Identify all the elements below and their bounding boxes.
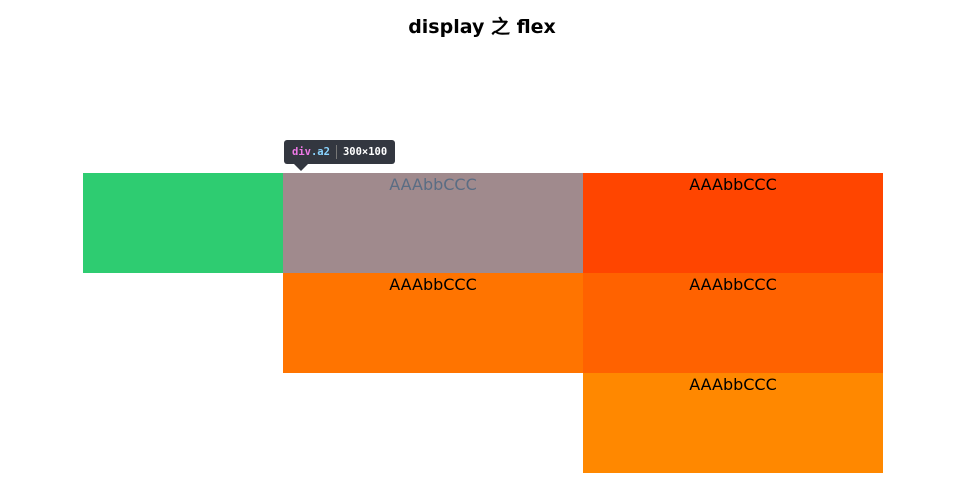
devtools-inspector-tooltip: div.a2 300×100 <box>284 140 396 164</box>
flex-item-label: AAAbbCCC <box>689 175 777 194</box>
tooltip-separator <box>335 145 337 159</box>
flex-item-a3: AAAbbCCC <box>583 173 883 273</box>
flex-item-label: AAAbbCCC <box>689 375 777 394</box>
flex-item-a6: AAAbbCCC <box>583 373 883 473</box>
flex-item-label: AAAbbCCC <box>689 275 777 294</box>
flex-item-a5: AAAbbCCC <box>583 273 883 373</box>
tooltip-class-name: .a2 <box>310 146 330 158</box>
tooltip-arrow-icon <box>294 164 308 171</box>
page-title: display 之 flex <box>408 16 556 38</box>
flex-item-a1 <box>83 173 283 273</box>
flex-item-label: AAAbbCCC <box>389 275 477 294</box>
flex-item-label: AAAbbCCC <box>389 175 477 194</box>
tooltip-dimensions: 300×100 <box>342 146 388 158</box>
flex-item-a2[interactable]: AAAbbCCC <box>283 173 583 273</box>
flex-item-a4: AAAbbCCC <box>283 273 583 373</box>
tooltip-tag-name: div <box>292 146 311 158</box>
